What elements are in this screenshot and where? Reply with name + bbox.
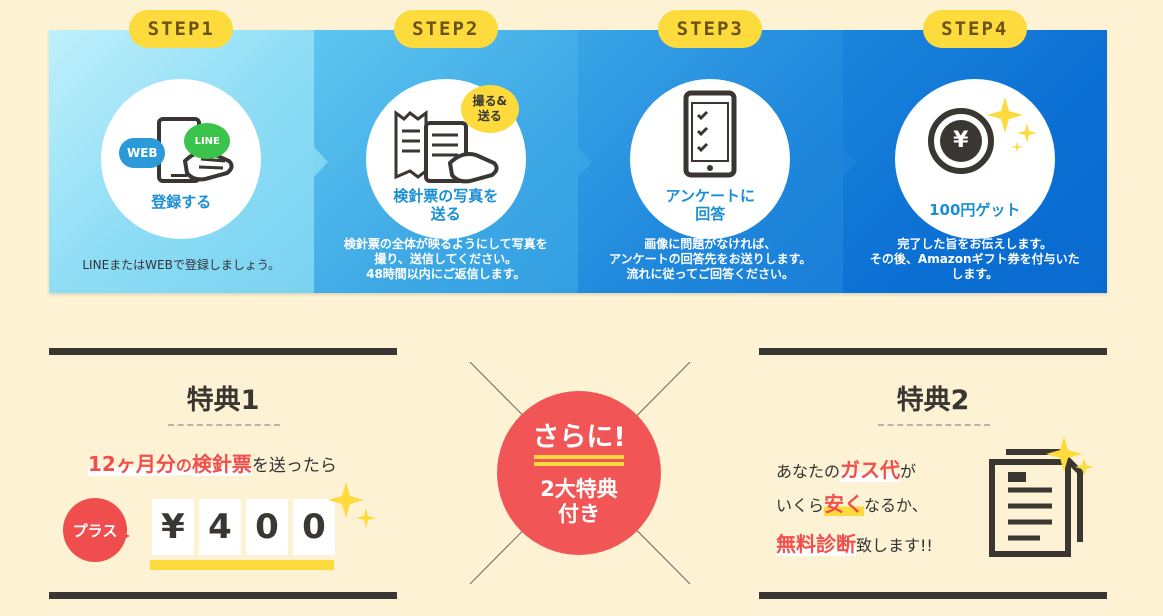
desc-line: 検針票の全体が映るようにして写真を [343,237,548,251]
bonus-circle: さらに! 2大特典 付き [497,391,661,555]
tokuten-1-title: 特典1 [186,385,260,416]
step-pill: STEP3 [658,10,763,48]
step-label: 100円ゲット [929,201,1021,219]
step-description: 完了した旨をお伝えします。 その後、Amazonギフト券を付与いた します。 [843,237,1108,282]
desc-line: します。 [951,267,999,281]
divider-bar [759,348,1107,355]
label-line: 回答 [695,205,726,223]
text: あなたの [776,462,841,481]
divider-bar [759,592,1107,599]
center-line: 2大特典 [540,477,618,501]
yen-coin-icon [927,97,1037,174]
badge-line: 送る [477,109,502,123]
sparkle-icon [328,482,376,528]
survey-phone-icon [683,90,737,178]
step-arrow [842,147,857,177]
step-label: アンケートに 回答 [630,187,790,223]
step-arrow [313,147,328,177]
step-1: STEP1 WEB LINE 登録する LINEまたはWEBで登録しましょう。 [49,10,328,293]
desc-line: 画像に問題がなければ、 [644,237,777,251]
step-label: 検針票の写真を 送る [366,187,526,223]
step-circle: 撮る& 送る 検針票の写真を 送る [365,79,526,239]
desc-line: 流れに従ってご回答ください。 [626,267,794,281]
divider-bar [49,348,397,355]
document-icon [989,436,1093,557]
yen-underline [150,560,334,570]
yen-icon-text: ¥ [953,128,969,153]
text: なるか、 [864,496,928,515]
connector-text: の [175,456,192,475]
step-circle: アンケートに 回答 [630,79,791,239]
center-line: 付き [558,502,600,526]
label-line: 検針票の写真を [393,187,499,205]
step-description: 検針票の全体が映るようにして写真を 撮り、送信してください。 48時間以内にご返… [314,237,579,282]
step-description: LINEまたはWEBで登録しましょう。 [49,258,314,273]
tokuten-1-text: 12ヶ月分の検針票を送ったら [88,448,337,477]
step-pill: STEP1 [129,10,234,48]
dashed-divider [168,424,280,426]
tokuten-2-line-3: 無料診断致します!! [776,528,933,557]
highlight-months: 12ヶ月分 [88,452,176,476]
desc-line: 完了した旨をお伝えします。 [897,237,1053,251]
badge-line: 撮る& [472,94,507,108]
desc-line: LINEまたはWEBで登録しましょう。 [82,258,281,272]
yellow-bar [534,455,624,459]
text: 致します!! [856,536,933,555]
digit: 0 [246,499,288,555]
step-3: STEP3 アンケートに 回答 画像に問題がなければ、 アンケートの回答先をお送… [578,10,857,293]
yellow-bar [534,462,624,466]
label-line: アンケートに [665,187,755,205]
label-line: 送る [430,205,461,223]
step-pill: STEP4 [922,10,1027,48]
desc-line: 撮り、送信してください。 [374,252,518,266]
step-arrow [578,147,592,177]
dashed-divider [878,424,990,426]
tokuten-2-line-2: いくら安くなるか、 [776,488,928,517]
plus-badge: プラス [63,498,127,562]
divider-bar [49,592,397,599]
center-subtext: 2大特典 付き [497,477,661,527]
digit: 0 [293,499,335,555]
web-badge: WEB [119,138,166,168]
desc-line: その後、Amazonギフト券を付与いた [869,252,1080,266]
highlight-free-diagnosis: 無料診断 [776,532,856,556]
desc-line: 48時間以内にご返信します。 [366,267,526,281]
steps-band: STEP1 WEB LINE 登録する LINEまたはWEBで登録しましょう。 … [49,10,1108,293]
receipt-photo-icon [394,110,499,184]
tokuten-2-line-1: あなたのガス代が [776,454,916,483]
highlight-meter-slip: 検針票 [191,452,252,476]
digit-yen: ¥ [152,499,194,555]
step-2: STEP2 撮る& 送る 検針票の写真を 送る 検針票の全体が映るようにして写真… [313,10,592,293]
highlight-gas: ガス代 [840,458,901,482]
desc-line: アンケートの回答先をお送りします。 [609,252,812,266]
tokuten-2-title: 特典2 [896,385,970,416]
text: いくら [776,496,825,515]
shoot-send-badge: 撮る& 送る [460,85,519,133]
step-label: 登録する [151,193,212,211]
step-circle: WEB LINE 登録する [101,79,262,239]
tail-text: を送ったら [251,456,337,476]
text: が [900,462,917,481]
plus-badge-tail [118,530,130,542]
step-pill: STEP2 [393,10,498,48]
center-headline: さらに! [532,422,626,453]
amount-digits: ¥ 4 0 0 [152,499,335,555]
step-circle: ¥ 100円ゲット [894,79,1055,239]
line-badge: LINE [184,123,231,159]
step-description: 画像に問題がなければ、 アンケートの回答先をお送りします。 流れに従ってご回答く… [578,237,843,282]
highlight-cheaper: 安く [824,492,865,516]
digit: 4 [199,499,241,555]
step-4: STEP4 ¥ 100円ゲット 完了した旨をお伝えします。 その後、Amazon… [842,10,1108,293]
